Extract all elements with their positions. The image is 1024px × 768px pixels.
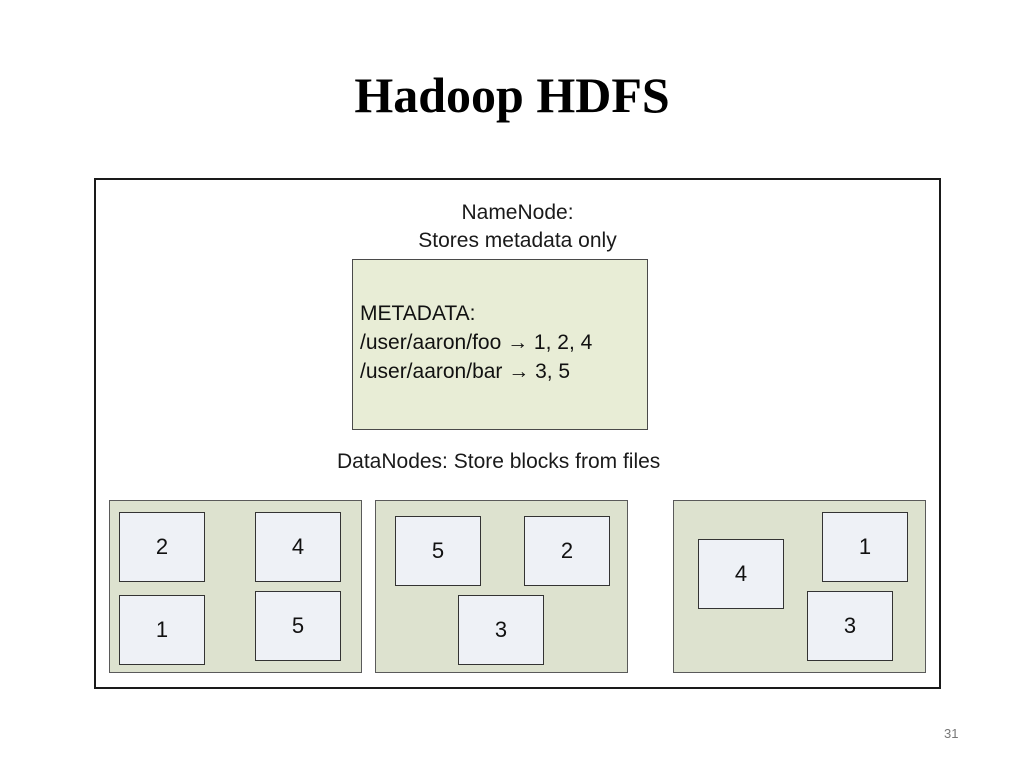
block: 1 — [822, 512, 908, 582]
page-number: 31 — [944, 726, 959, 741]
hdfs-diagram: NameNode: Stores metadata only METADATA:… — [94, 178, 941, 689]
datanode-3: 4 1 3 — [673, 500, 926, 673]
block: 4 — [255, 512, 341, 582]
block: 3 — [807, 591, 893, 661]
namenode-caption-line2: Stores metadata only — [418, 229, 617, 252]
datanode-2: 5 2 3 — [375, 500, 628, 673]
metadata-header: METADATA: — [360, 302, 476, 325]
slide-title: Hadoop HDFS — [354, 67, 670, 123]
block: 1 — [119, 595, 205, 665]
block: 5 — [255, 591, 341, 661]
datanode-1: 2 4 1 5 — [109, 500, 362, 673]
block: 3 — [458, 595, 544, 665]
namenode-metadata-box: METADATA: /user/aaron/foo → 1, 2, 4 /use… — [352, 259, 648, 430]
block: 4 — [698, 539, 784, 609]
datanodes-caption: DataNodes: Store blocks from files — [337, 450, 661, 473]
block: 5 — [395, 516, 481, 586]
metadata-entry-foo: /user/aaron/foo → 1, 2, 4 — [360, 331, 593, 354]
block: 2 — [524, 516, 610, 586]
metadata-entry-bar: /user/aaron/bar → 3, 5 — [360, 360, 571, 383]
metadata-text: METADATA: /user/aaron/foo → 1, 2, 4 /use… — [360, 299, 592, 386]
namenode-caption-line1: NameNode: — [461, 201, 574, 224]
block: 2 — [119, 512, 205, 582]
namenode-caption: NameNode: Stores metadata only — [96, 199, 939, 255]
